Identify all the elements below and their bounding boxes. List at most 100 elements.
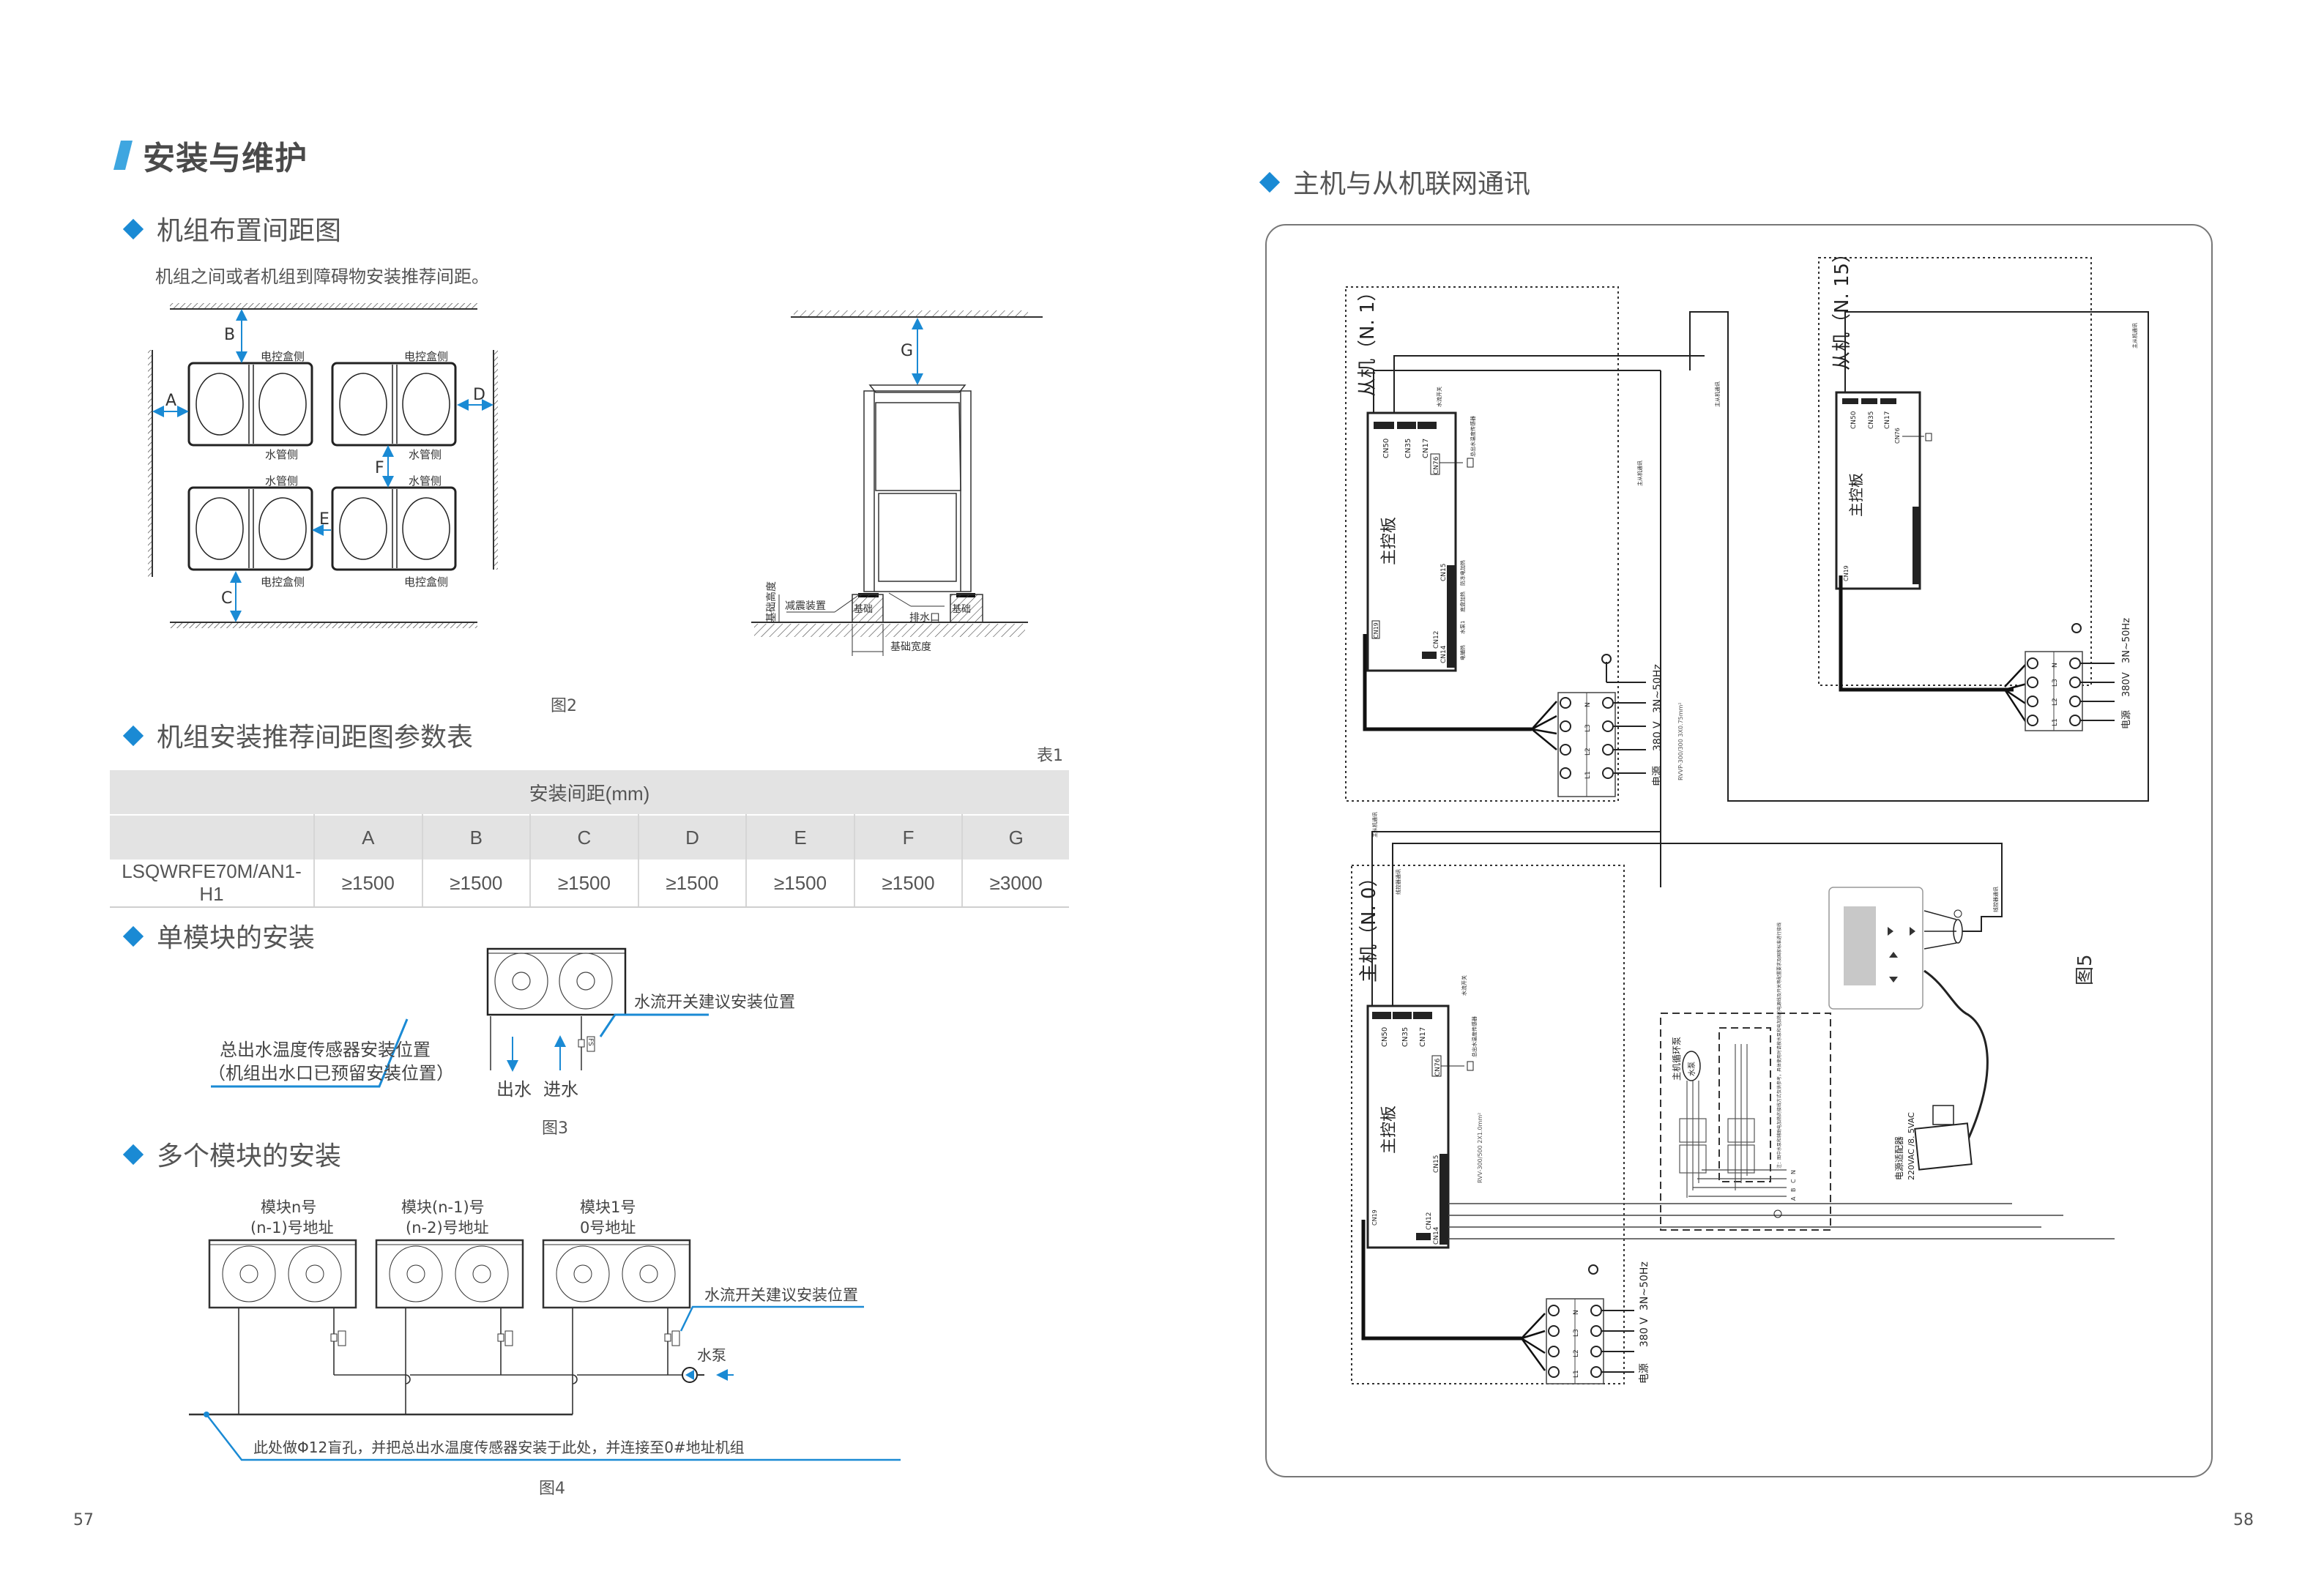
- ground-icon: [2071, 623, 2082, 633]
- module-address: (n-2)号地址: [406, 1219, 489, 1237]
- connector-cn12: CN12: [1433, 631, 1440, 649]
- wiring-frame: [1265, 224, 2213, 1477]
- wire-comm-label: 线控器通讯: [1992, 887, 1999, 912]
- connector-cn76: CN76: [1894, 428, 1901, 444]
- heading-layout: 机组布置间距图: [122, 209, 341, 247]
- comm-label: 主从机通讯: [1371, 812, 1378, 838]
- board-label: 主控板: [1380, 517, 1399, 565]
- flow-switch-label: 水流开关: [1436, 387, 1442, 407]
- label-control-side: 电控盒侧: [261, 575, 305, 589]
- wall-top: [170, 303, 477, 309]
- piping: [189, 1308, 685, 1416]
- label-damping: 减震装置: [785, 600, 826, 612]
- figure-3-caption: 图3: [542, 1119, 568, 1138]
- wired-controller: [2000, 404, 2003, 917]
- connector-cn15: CN15: [1433, 1155, 1440, 1173]
- connector-cn14: CN14: [1440, 645, 1448, 663]
- frequency-label: 3N~50Hz: [1652, 664, 1664, 713]
- label-f: F: [375, 459, 384, 477]
- controller-display: [1844, 906, 1876, 985]
- ground-icon: [1773, 1209, 1782, 1218]
- connector-cn17: CN17: [1422, 439, 1430, 458]
- connector-cn50: CN50: [1850, 411, 1858, 429]
- figure-3-single-module: FS 总出水温度传感器安装位置 （机组出水口已预留安装位置） 水流开关建议安装位…: [208, 947, 795, 1138]
- module-unit: [208, 1239, 357, 1309]
- diamond-bullet-icon: [122, 725, 144, 747]
- wire-comm-label: 线控器通讯: [1395, 869, 1401, 895]
- phase-n: N: [1790, 1170, 1797, 1174]
- terminal-n: N: [1584, 702, 1592, 707]
- figure-4-multi-module: 模块n号 (n-1)号地址 模块(n-1)号 (n-2)号地址 模块1号 0号地…: [189, 1198, 901, 1498]
- pump-icon: [682, 1367, 698, 1383]
- table-cell: ≥3000: [962, 860, 1069, 908]
- heading-table: 机组安装推荐间距图参数表: [122, 716, 473, 754]
- connector-cn19: CN19: [1373, 622, 1379, 638]
- terminal-n: N: [1573, 1310, 1580, 1315]
- table-header-c: C: [530, 815, 639, 860]
- power-label: 电源: [1639, 1363, 1650, 1384]
- slave-unit-n15: 从机（N. 15） 主控板 CN50 CN35 CN17 CN76 CN19 N…: [1689, 244, 2149, 802]
- comm-label: 主从机通讯: [1636, 461, 1643, 486]
- cable-spec-label: RVV-300/500 2X1.0mm²: [1477, 1113, 1483, 1183]
- ground-icon: [1601, 654, 1612, 664]
- slave-n1-title: 从机（N. 1）: [1357, 282, 1379, 397]
- flow-switch-label: 水流开关建议安装位置: [634, 993, 795, 1012]
- table-header-f: F: [854, 815, 964, 860]
- table-group-header-row: 安装间距(mm): [110, 770, 1069, 815]
- terminal-block: N L3 L2 L1: [2025, 651, 2083, 731]
- power-label: 电源: [2121, 710, 2132, 729]
- heading-multi-module: 多个模块的安装: [122, 1135, 341, 1173]
- unit-side-body: [863, 384, 972, 592]
- figure-2-caption: 图2: [551, 697, 577, 715]
- connector-cn50: CN50: [1381, 1027, 1389, 1047]
- unit-top-left: [187, 362, 313, 447]
- connector-cn35: CN35: [1401, 1027, 1409, 1047]
- label-control-side: 电控盒侧: [404, 350, 448, 363]
- board-label: 主控板: [1847, 473, 1865, 517]
- connector-cn12: CN12: [1426, 1212, 1433, 1230]
- diamond-bullet-icon: [122, 218, 144, 240]
- comm-label: 主从机通讯: [1714, 381, 1721, 407]
- single-unit: [486, 947, 627, 1016]
- ground-icon: [1588, 1264, 1598, 1275]
- connector-cn19: CN19: [1843, 565, 1850, 581]
- terminal-l2: L2: [1573, 1349, 1580, 1357]
- table-header-model: [110, 815, 315, 860]
- sensor-label-1: 总出水温度传感器安装位置: [220, 1040, 431, 1060]
- pump-circuit-label: 主机循环泵: [1672, 1037, 1682, 1081]
- label-control-side: 电控盒侧: [404, 575, 448, 589]
- module-unit: [375, 1239, 524, 1309]
- label-foundation: 基础: [952, 604, 971, 615]
- label-foundation-width: 基础宽度: [890, 641, 931, 653]
- heading-networking: 主机与从机联网通讯: [1259, 163, 1530, 201]
- sensor-label: 总出水温度传感器: [1470, 416, 1476, 457]
- sensor-label: 总出水温度传感器: [1471, 1016, 1478, 1057]
- inlet-label: 进水: [543, 1079, 578, 1100]
- ground-icon: [1954, 909, 1962, 918]
- terminal-l2: L2: [2052, 698, 2059, 706]
- section-title-text: 安装与维护: [143, 140, 308, 177]
- main-board: [1366, 411, 1457, 672]
- flow-switch-label: 水流开关建议安装位置: [704, 1286, 858, 1304]
- master-unit-n0: 主从机通讯 线控器通讯 主机（N. 0） 主控板 CN50 CN35 CN17 …: [1351, 812, 2115, 1384]
- table-cell: ≥1500: [854, 860, 964, 908]
- flow-switch-leader-line: [679, 1305, 864, 1332]
- table-cell: ≥1500: [746, 860, 855, 908]
- connector-cn15: CN15: [1440, 564, 1448, 581]
- page-number-right: 58: [2233, 1511, 2254, 1529]
- terminal-l2: L2: [1584, 748, 1592, 756]
- cable-spec-label: RVVP-300/300 3X0.75mm²: [1677, 702, 1684, 780]
- wall-bottom: [170, 622, 477, 628]
- label-c: C: [221, 589, 232, 608]
- voltage-label: 380V: [2121, 672, 2132, 697]
- main-board: [1835, 391, 1921, 590]
- terminal-l3: L3: [1584, 724, 1592, 732]
- slave-n15-title: 从机（N. 15）: [1831, 244, 1853, 370]
- terminal-l3: L3: [1573, 1329, 1580, 1337]
- connector-cn17: CN17: [1419, 1027, 1427, 1047]
- figure-4-caption: 图4: [539, 1480, 565, 1498]
- pump-label: 水泵: [697, 1346, 726, 1364]
- table-cell: ≥1500: [638, 860, 748, 908]
- main-board: [1366, 1004, 1450, 1249]
- figure-5-wiring-diagram: 从机（N. 1） 主控板 CN50 CN35 CN17 CN76 总出水温度传感…: [1345, 244, 2149, 1384]
